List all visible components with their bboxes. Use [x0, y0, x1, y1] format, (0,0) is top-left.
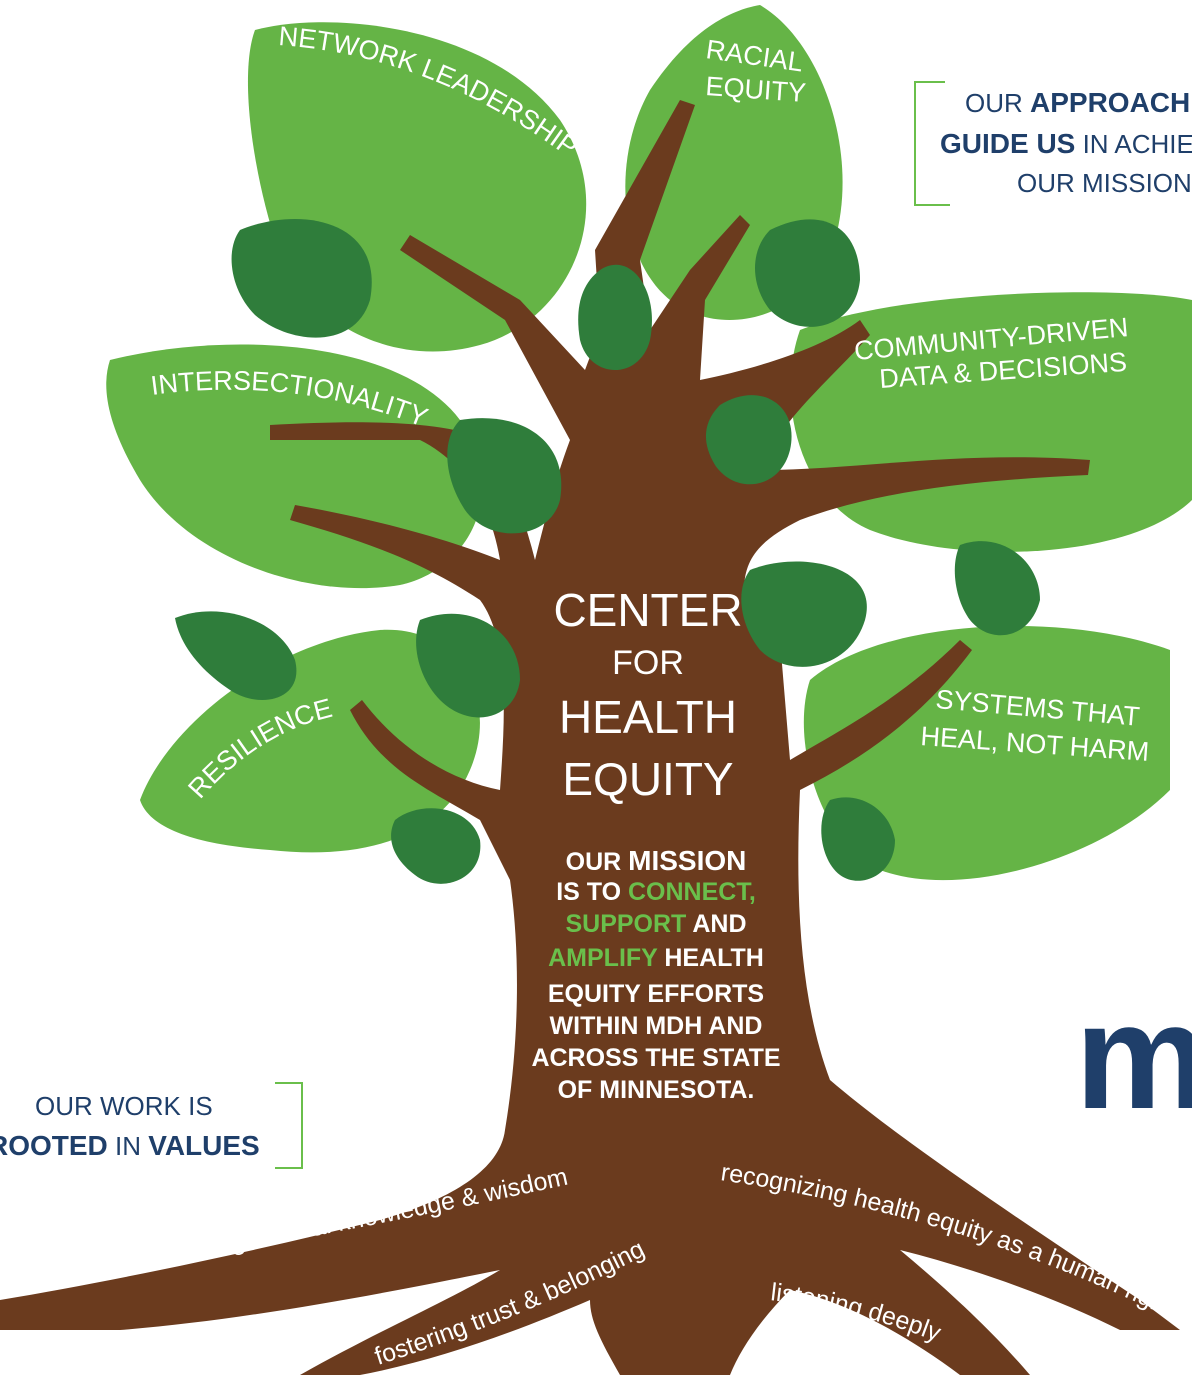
small-leaf [447, 418, 562, 534]
small-leaf [231, 218, 372, 338]
center-title-line4: EQUITY [562, 753, 733, 805]
center-title-line2: FOR [612, 644, 684, 682]
values-callout: OUR WORK IS ROOTED IN VALUES [0, 1082, 303, 1169]
approach-line3: OUR MISSION [1017, 168, 1192, 198]
small-leaf [741, 561, 867, 667]
approach-bracket [914, 81, 950, 206]
mission-line4: AMPLIFY HEALTH [548, 944, 764, 972]
small-leaf [416, 613, 520, 718]
center-title-line3: HEALTH [559, 691, 737, 743]
values-bracket [275, 1082, 303, 1169]
leaf-systems [803, 626, 1170, 881]
mission-line8: OF MINNESOTA. [558, 1076, 755, 1104]
mission-line2: IS TO CONNECT, [556, 878, 756, 906]
leaf-resilience [140, 629, 480, 853]
approach-line1: OUR APPROACH [965, 87, 1190, 118]
approach-callout: OUR APPROACH GUIDE US IN ACHIE OUR MISSI… [914, 81, 1192, 206]
values-line2: ROOTED IN VALUES [0, 1130, 260, 1161]
mission-line7: ACROSS THE STATE [531, 1044, 780, 1072]
mission-line1: OUR MISSION [566, 845, 747, 876]
values-line1: OUR WORK IS [35, 1091, 213, 1121]
small-leaf [175, 611, 297, 700]
tree-trunk [0, 100, 1180, 1375]
approach-line2: GUIDE US IN ACHIE [940, 128, 1192, 159]
mission-line6: WITHIN MDH AND [550, 1012, 763, 1040]
label-racial-equity-2: EQUITY [705, 71, 807, 108]
small-leaf [578, 264, 652, 370]
small-leaf [391, 808, 481, 884]
small-leaf [755, 219, 860, 327]
small-leaves [175, 218, 1040, 884]
small-leaf [821, 797, 895, 881]
mission-line3: SUPPORT AND [565, 910, 746, 938]
center-title-line1: CENTER [553, 584, 742, 636]
small-leaf [954, 541, 1040, 636]
small-leaf [705, 395, 792, 485]
mission-line5: EQUITY EFFORTS [548, 980, 764, 1008]
mdh-logo-letter: m [1075, 972, 1192, 1140]
